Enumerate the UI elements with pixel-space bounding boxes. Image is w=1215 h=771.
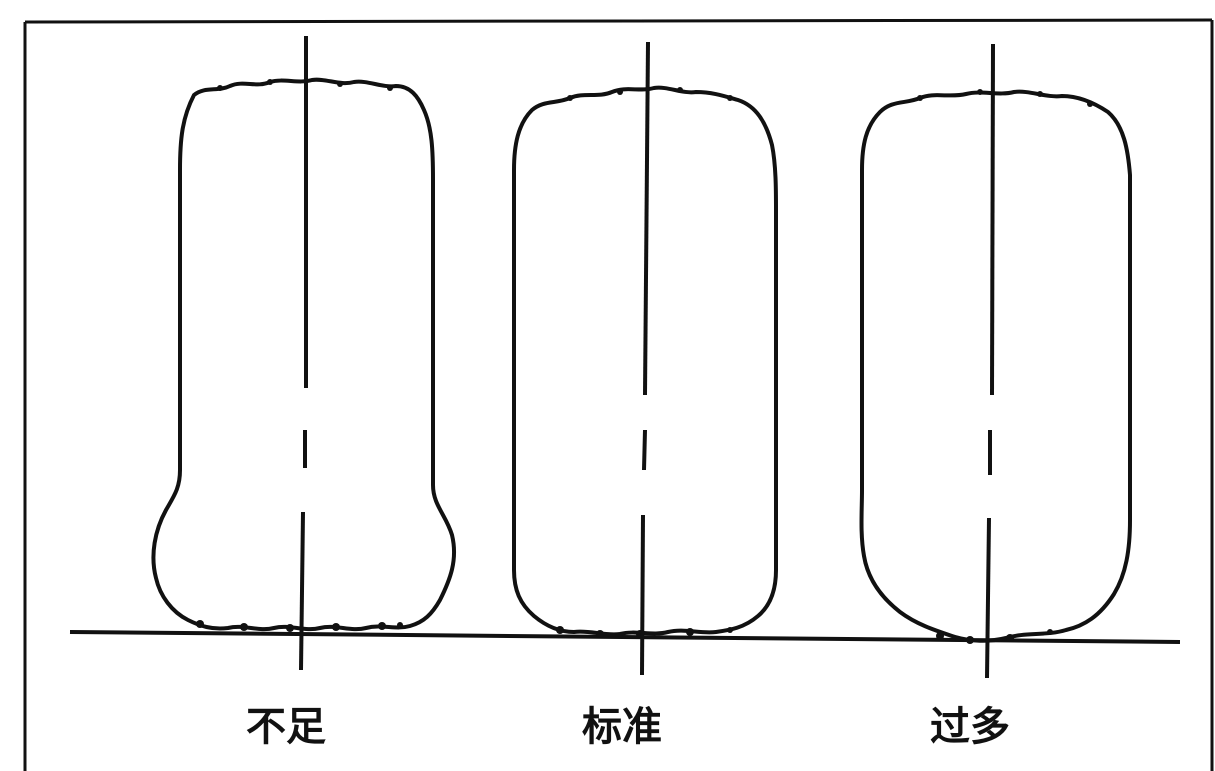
tire-outline-standard [512, 85, 778, 637]
centerline-underinflated [299, 36, 308, 671]
frame-top [24, 18, 1213, 24]
centerline-overinflated [985, 43, 995, 679]
tire-outline-underinflated [151, 77, 457, 632]
label-underinflated: 不足 [246, 704, 326, 750]
frame [23, 18, 1214, 771]
tire-outline-overinflated [859, 89, 1132, 643]
centerline-standard [640, 41, 650, 676]
tread-bumps-overinflated [917, 89, 1093, 644]
tire-overinflated: 过多 [859, 43, 1132, 750]
tire-standard: 标准 [512, 41, 778, 750]
tire-underinflated: 不足 [151, 36, 457, 750]
label-standard: 标准 [582, 704, 662, 750]
tread-bumps-underinflated [196, 79, 403, 632]
label-overinflated: 过多 [930, 704, 1010, 750]
